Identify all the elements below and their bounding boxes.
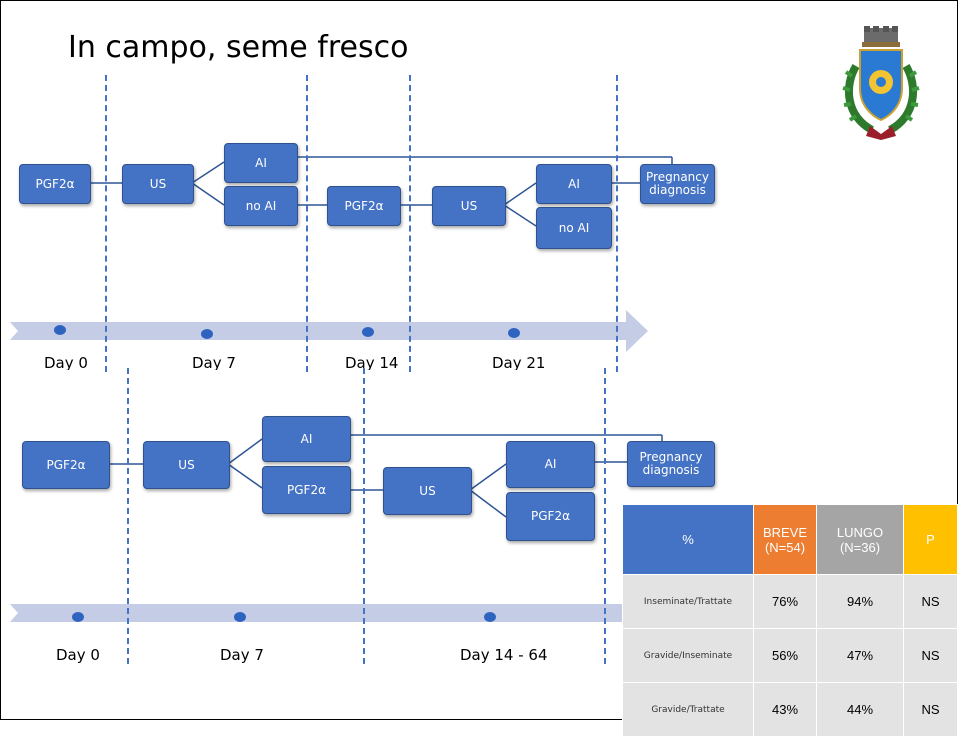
bottom-pgf2a-box-2: PGF2α bbox=[262, 466, 351, 514]
row-label: Gravide/Trattate bbox=[622, 682, 754, 737]
cell-breve: 56% bbox=[753, 628, 817, 683]
day-label: Day 7 bbox=[192, 354, 236, 370]
bottom-ai-box-2: AI bbox=[506, 441, 595, 488]
day-divider bbox=[604, 368, 606, 664]
top-pgf2a-box-2: PGF2α bbox=[327, 186, 401, 226]
day-label: Day 0 bbox=[44, 354, 88, 370]
day-divider bbox=[616, 75, 618, 372]
day-label: Day 14 - 64 bbox=[460, 646, 548, 664]
day-label: Day 0 bbox=[56, 646, 100, 664]
top-us-box-1: US bbox=[122, 164, 194, 204]
day-label: Day 7 bbox=[220, 646, 264, 664]
results-table: % BREVE (N=54) LUNGO (N=36) P Inseminate… bbox=[622, 504, 958, 737]
cell-breve: 76% bbox=[753, 574, 817, 629]
bottom-ai-box-1: AI bbox=[262, 416, 351, 462]
header-percent: % bbox=[622, 504, 754, 575]
bottom-pgf2a-box-3: PGF2α bbox=[506, 492, 595, 541]
top-no-ai-box-2: no AI bbox=[536, 207, 612, 249]
cell-lungo: 47% bbox=[816, 628, 904, 683]
day-label: Day 14 bbox=[345, 354, 399, 370]
day-divider bbox=[409, 75, 411, 372]
top-day-labels: Day 0 Day 7 Day 14 Day 21 bbox=[0, 352, 620, 370]
header-lungo: LUNGO (N=36) bbox=[816, 504, 904, 575]
header-breve: BREVE (N=54) bbox=[753, 504, 817, 575]
table-row: Gravide/Trattate 43% 44% NS bbox=[622, 682, 958, 737]
table-row: Gravide/Inseminate 56% 47% NS bbox=[622, 628, 958, 683]
cell-lungo: 44% bbox=[816, 682, 904, 737]
cell-breve: 43% bbox=[753, 682, 817, 737]
day-label: Day 21 bbox=[492, 354, 546, 370]
day-divider bbox=[363, 368, 365, 664]
cell-lungo: 94% bbox=[816, 574, 904, 629]
top-pregnancy-diagnosis-box: Pregnancy diagnosis bbox=[640, 164, 715, 204]
day-divider bbox=[306, 75, 308, 372]
top-no-ai-box-1: no AI bbox=[224, 186, 298, 226]
row-label: Inseminate/Trattate bbox=[622, 574, 754, 629]
top-ai-box-2: AI bbox=[536, 164, 612, 204]
row-label: Gravide/Inseminate bbox=[622, 628, 754, 683]
table-header-row: % BREVE (N=54) LUNGO (N=36) P bbox=[622, 504, 958, 575]
cell-p: NS bbox=[903, 682, 958, 737]
bottom-pregnancy-diagnosis-box: Pregnancy diagnosis bbox=[627, 441, 715, 487]
bottom-pgf2a-box-1: PGF2α bbox=[22, 441, 110, 489]
bottom-us-box-2: US bbox=[383, 467, 472, 515]
header-p: P bbox=[903, 504, 958, 575]
bottom-us-box-1: US bbox=[143, 441, 230, 489]
day-divider bbox=[127, 368, 129, 664]
day-divider bbox=[105, 75, 107, 372]
cell-p: NS bbox=[903, 574, 958, 629]
top-pgf2a-box-1: PGF2α bbox=[19, 164, 91, 204]
top-us-box-2: US bbox=[432, 186, 506, 226]
table-row: Inseminate/Trattate 76% 94% NS bbox=[622, 574, 958, 629]
slide-title: In campo, seme fresco bbox=[68, 30, 409, 65]
top-ai-box-1: AI bbox=[224, 143, 298, 183]
cell-p: NS bbox=[903, 628, 958, 683]
coat-of-arms-icon bbox=[842, 26, 920, 140]
